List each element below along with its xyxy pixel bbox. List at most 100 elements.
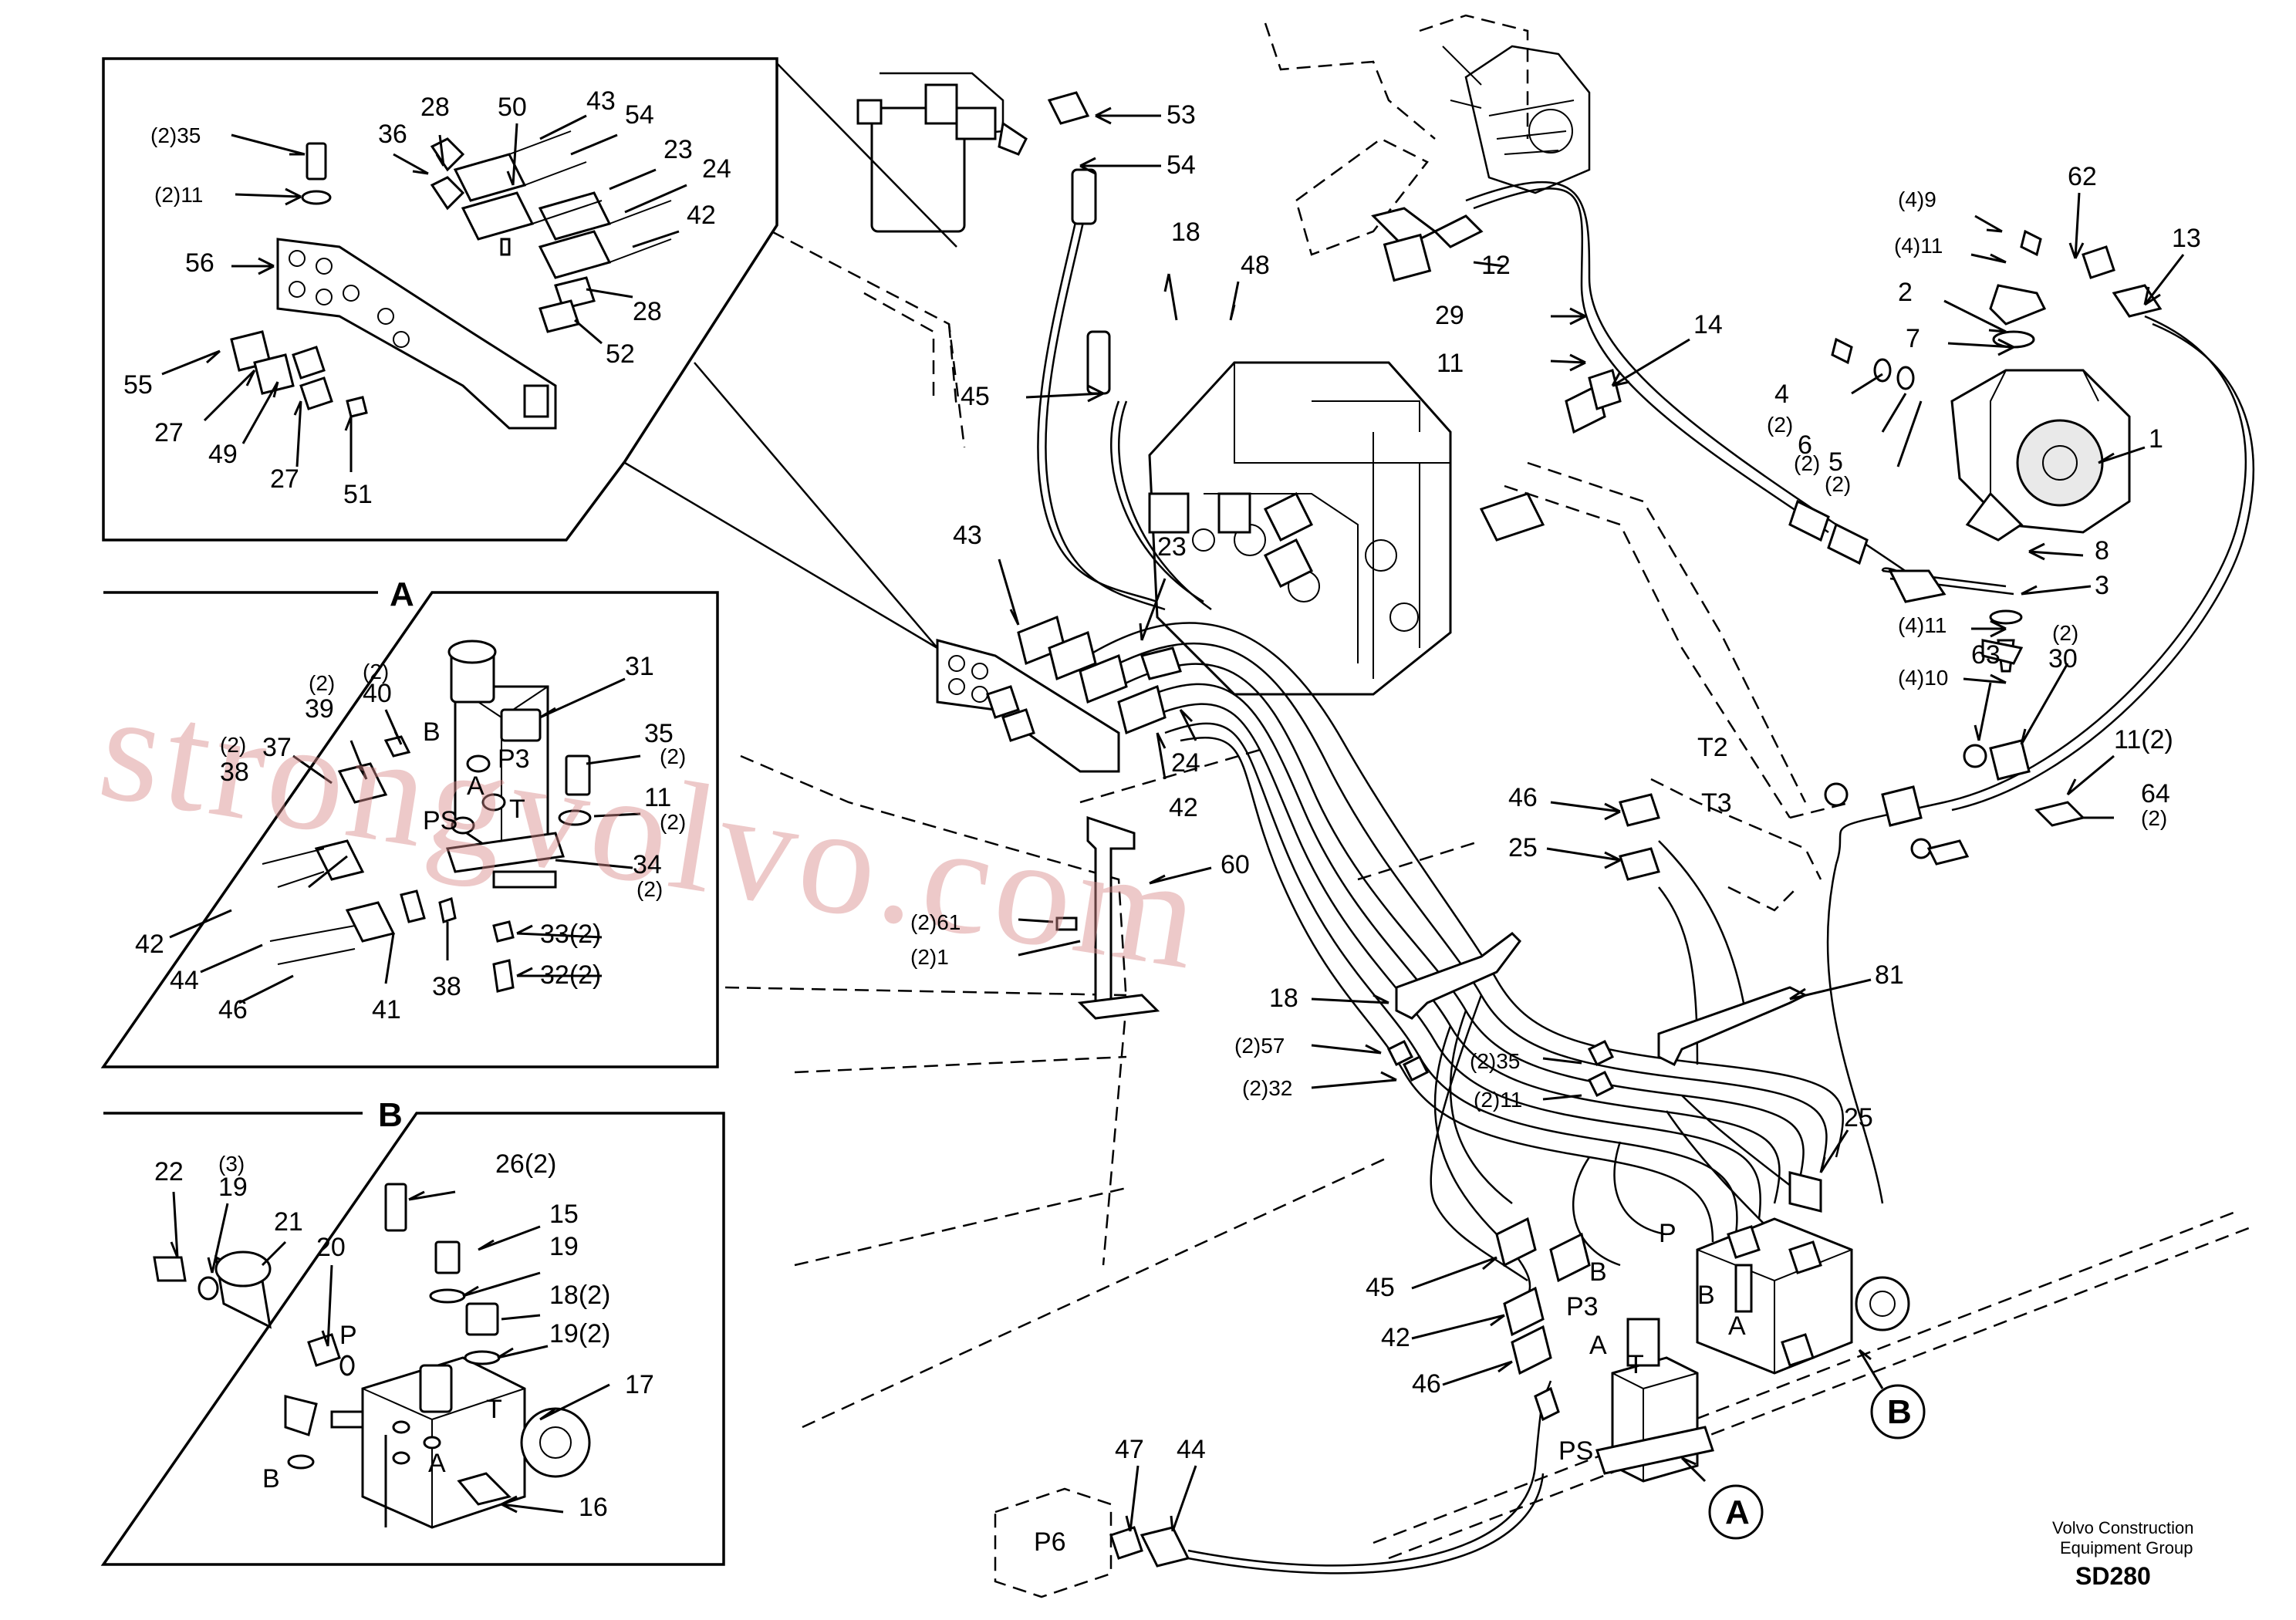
part-label-main-46: T2: [1697, 733, 1728, 762]
part-label-b-14: T: [486, 1395, 502, 1424]
detail-b-box: [100, 1112, 725, 1566]
part-label-main-10: (4)11: [1894, 234, 1943, 258]
callout-a-letter: A: [1725, 1493, 1750, 1531]
part-label-main-40: (2)57: [1234, 1034, 1285, 1058]
part-label-a-20: 38: [432, 972, 461, 1001]
part-label-b-12: B: [262, 1464, 280, 1493]
part-label-a-13: (2): [220, 733, 246, 757]
part-label-main-31: (2): [2141, 806, 2167, 830]
part-label-main-48: 81: [1875, 960, 1904, 990]
part-label-b-7: 15: [549, 1200, 579, 1229]
main-control-valve: [1148, 361, 1452, 696]
hose-bracket-plate: [936, 615, 1182, 773]
part-label-main-43: (2)11: [1474, 1088, 1522, 1112]
part-label-main-0: 53: [1167, 100, 1196, 130]
part-label-a-18: 46: [218, 995, 248, 1024]
port-p6-block: [994, 1487, 1143, 1598]
part-label-main-32: 43: [953, 521, 982, 550]
part-label-inset-0: (2)35: [150, 123, 201, 147]
part-label-inset-16: 28: [633, 297, 662, 326]
part-label-b-5: P: [339, 1321, 357, 1350]
part-label-inset-11: 43: [586, 86, 616, 116]
footer-drawing-code: SD280: [2075, 1562, 2151, 1590]
part-label-a-7: 33(2): [540, 920, 601, 949]
part-label-a-10: 40: [363, 679, 392, 708]
part-label-a-17: 44: [170, 966, 199, 995]
part-label-main-60: A: [1728, 1311, 1746, 1341]
part-label-main-16: (2): [1767, 413, 1793, 437]
part-label-main-24: (4)11: [1898, 613, 1947, 637]
part-label-inset-14: 24: [702, 154, 731, 184]
part-label-b-1: (3): [218, 1152, 245, 1176]
part-label-main-63: P6: [1034, 1527, 1066, 1557]
hose-fittings: [1071, 168, 1869, 1568]
detail-a-leaders: [169, 677, 641, 1004]
part-label-a-1: 35: [644, 719, 674, 748]
part-label-main-36: 60: [1221, 850, 1250, 879]
part-label-main-49: 25: [1844, 1103, 1873, 1132]
callout-circle-a: [1708, 1484, 1764, 1540]
part-label-b-4: 20: [316, 1233, 346, 1262]
part-label-main-2: 18: [1171, 218, 1200, 247]
part-label-inset-15: 42: [687, 201, 716, 230]
part-label-b-10: 19(2): [549, 1319, 610, 1348]
leader-lines-main: [998, 106, 2185, 1532]
part-label-main-22: 8: [2095, 536, 2109, 565]
part-label-main-26: 63: [1971, 640, 2001, 670]
part-label-inset-6: 27: [270, 464, 299, 494]
part-label-b-2: 19: [218, 1173, 248, 1202]
solenoid-valve-assembly: [1534, 1217, 1910, 1483]
part-label-main-57: T: [1628, 1350, 1644, 1379]
part-label-main-54: P3: [1566, 1292, 1599, 1321]
inset-bracket-detail: [102, 57, 778, 542]
detail-b-leaders: [170, 1190, 610, 1527]
hose-clamps: [1588, 369, 2085, 866]
part-label-main-55: B: [1589, 1257, 1607, 1287]
part-label-b-9: 18(2): [549, 1281, 610, 1310]
part-label-main-27: (2): [2052, 621, 2078, 645]
part-label-inset-8: 36: [378, 120, 407, 149]
part-label-main-9: (4)9: [1898, 187, 1936, 211]
part-label-main-17: 6: [1798, 430, 1812, 460]
part-label-inset-12: 54: [625, 100, 654, 130]
pilot-pump-assembly: [1831, 229, 2163, 673]
part-label-main-39: 18: [1269, 984, 1298, 1013]
part-label-main-50: 45: [1366, 1273, 1395, 1302]
part-label-main-47: T3: [1701, 788, 1732, 818]
part-label-a-19: 41: [372, 995, 401, 1024]
part-label-inset-17: 52: [606, 339, 635, 369]
detail-b-title: B: [378, 1096, 403, 1134]
part-label-main-51: 42: [1381, 1323, 1410, 1352]
part-label-inset-7: 51: [343, 480, 373, 509]
part-label-a_ports-1: P3: [498, 744, 530, 774]
part-label-a-0: 31: [625, 652, 654, 681]
part-label-main-41: (2)32: [1242, 1076, 1292, 1100]
part-label-a_ports-3: T: [509, 795, 525, 824]
part-label-main-29: 11(2): [2114, 725, 2173, 754]
part-label-a-6: (2): [636, 877, 663, 901]
part-label-main-4: 45: [961, 382, 990, 411]
part-label-b-8: 19: [549, 1232, 579, 1261]
detail-a-title: A: [390, 575, 414, 613]
part-label-main-18: (2): [1794, 451, 1820, 475]
part-label-main-61: 47: [1115, 1435, 1144, 1464]
part-label-main-14: 7: [1906, 324, 1920, 353]
part-label-main-3: 48: [1241, 251, 1270, 280]
part-label-main-44: 46: [1508, 783, 1538, 812]
part-label-main-1: 54: [1167, 150, 1196, 180]
filter-assembly: [856, 72, 1090, 233]
part-label-b-11: 17: [625, 1370, 654, 1399]
part-label-inset-2: 56: [185, 248, 214, 278]
part-label-b-0: 22: [154, 1157, 184, 1186]
frame-dashed-lines: [724, 14, 2254, 1560]
part-label-main-38: (2)1: [910, 945, 949, 969]
part-label-main-37: (2)61: [910, 910, 961, 934]
part-label-main-8: 14: [1693, 310, 1723, 339]
part-label-main-25: (4)10: [1898, 666, 1948, 690]
callout-b-letter: B: [1887, 1393, 1912, 1431]
part-label-a-14: 38: [220, 758, 249, 787]
part-label-a-12: 39: [305, 694, 334, 724]
part-label-main-56: A: [1589, 1331, 1607, 1360]
